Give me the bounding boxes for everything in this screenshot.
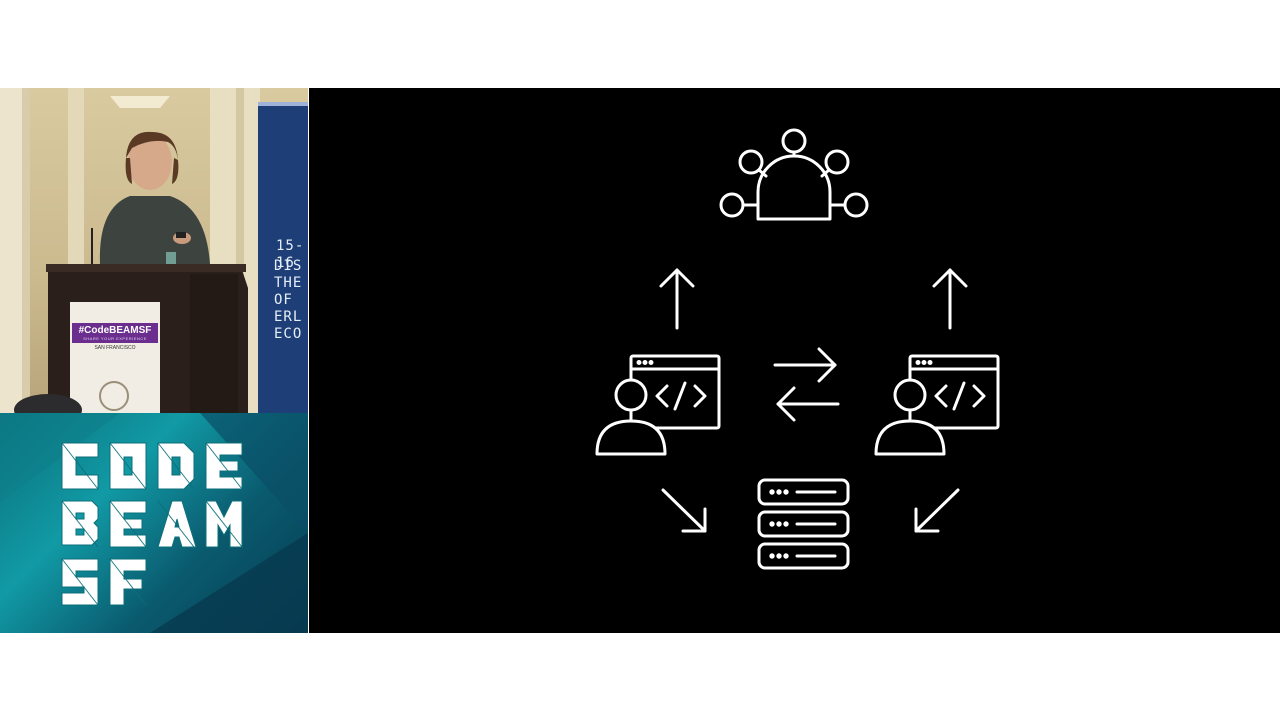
banner-text: DIS THE OF ERL ECO (274, 258, 302, 343)
arrow-up-icon (659, 268, 695, 330)
presentation-slide (309, 88, 1280, 633)
developer-icon (874, 354, 1000, 456)
speaker-scene (0, 88, 308, 413)
lectern-city: SAN FRANCISCO (94, 345, 136, 351)
team-meeting-icon (719, 128, 869, 221)
code-beam-sf-logo (0, 413, 308, 633)
left-column (0, 88, 22, 413)
speaker (99, 196, 210, 264)
arrows-exchange-icon (773, 347, 840, 422)
video-frame: 15-16 DIS THE OF ERL ECO #CodeBEAMSF SHA… (0, 88, 1280, 633)
banner-line: OF (274, 292, 293, 308)
developer-icon (595, 354, 721, 456)
banner-dates: 15-16 (276, 238, 305, 271)
lectern-hashtag: #CodeBEAMSF (72, 323, 158, 336)
brand-panel (0, 413, 308, 633)
audience-head (14, 394, 82, 413)
banner-line: THE (274, 275, 303, 291)
event-banner (258, 102, 308, 413)
lectern-sign: #CodeBEAMSF SHARE YOUR EXPERIENCE SAN FR… (72, 323, 158, 351)
seal (99, 381, 129, 411)
banner-line: DIS (274, 258, 303, 274)
arrow-up-icon (932, 268, 968, 330)
slide-diagram (595, 128, 1000, 570)
arrow-down-left-icon (914, 488, 960, 533)
banner-line: ECO (274, 326, 303, 342)
banner-line: ERL (274, 309, 303, 325)
database-server-icon (757, 478, 850, 570)
arrow-down-right-icon (661, 488, 707, 533)
lectern-tagline: SHARE YOUR EXPERIENCE (72, 336, 158, 343)
speaker-head (128, 134, 172, 190)
speaker-video: 15-16 DIS THE OF ERL ECO #CodeBEAMSF SHA… (0, 88, 308, 413)
wall-lamp (110, 96, 170, 108)
